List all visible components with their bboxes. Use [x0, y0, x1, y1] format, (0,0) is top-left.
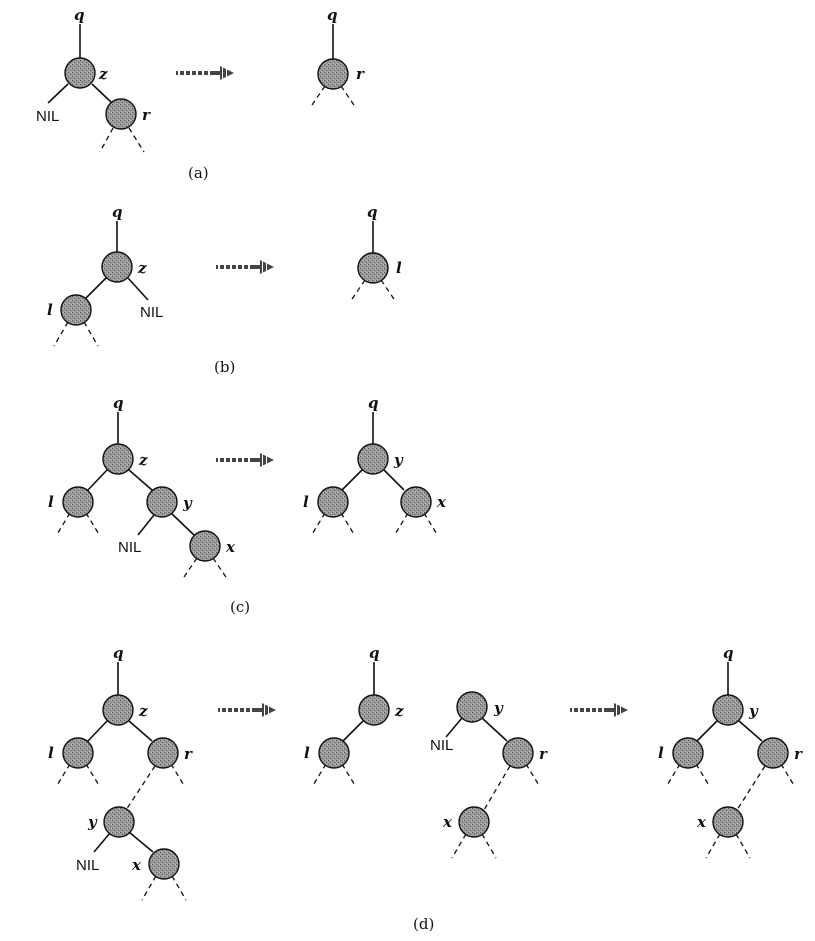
label-r: r [356, 65, 365, 83]
transform-arrow [218, 703, 276, 717]
label-z: z [98, 65, 108, 83]
transform-arrow [216, 260, 274, 274]
label-y: y [748, 702, 759, 720]
panel-c: q z l y x NIL q y l x (c) [48, 394, 447, 616]
node-r [502, 737, 534, 769]
node-x [712, 806, 744, 838]
panel-a-tree-after: q r [309, 6, 365, 109]
label-nil: NIL [140, 304, 163, 321]
label-q: q [74, 6, 85, 24]
transform-arrow [176, 66, 234, 80]
label-nil: NIL [118, 539, 141, 556]
label-l: l [658, 744, 664, 762]
label-r: r [184, 745, 193, 763]
panel-a-tree-before: q z r NIL [36, 6, 151, 153]
node-y [146, 486, 178, 518]
label-nil: NIL [430, 737, 453, 754]
caption-b: (b) [214, 358, 235, 376]
node-x [148, 848, 180, 880]
node-x [458, 806, 490, 838]
label-z: z [138, 702, 148, 720]
panel-d-tree-after: q y l r x [658, 644, 803, 859]
label-l: l [48, 493, 54, 511]
node-y [456, 691, 488, 723]
label-z: z [138, 451, 148, 469]
label-q: q [723, 644, 734, 662]
node-r [757, 737, 789, 769]
label-l: l [304, 744, 310, 762]
panel-b: q z l NIL q l (b) [47, 203, 402, 376]
label-x: x [696, 813, 707, 831]
label-nil: NIL [36, 108, 59, 125]
label-z: z [394, 702, 404, 720]
transform-arrow [570, 703, 628, 717]
label-x: x [131, 856, 142, 874]
node-x [189, 530, 221, 562]
panel-b-tree-before: q z l NIL [47, 203, 163, 347]
label-l: l [396, 259, 402, 277]
label-r: r [142, 106, 151, 124]
label-r: r [539, 745, 548, 763]
label-q: q [327, 6, 338, 24]
node-z [358, 694, 390, 726]
label-y: y [393, 451, 404, 469]
node-x [400, 486, 432, 518]
label-x: x [436, 493, 447, 511]
node-z [102, 694, 134, 726]
label-q: q [113, 644, 124, 662]
panel-d: q z l r y x NIL q z l [48, 644, 803, 933]
panel-b-tree-after: q l [349, 203, 402, 303]
label-q: q [112, 203, 123, 221]
node-y [103, 806, 135, 838]
caption-a: (a) [188, 164, 209, 182]
node-l [318, 737, 350, 769]
label-y: y [182, 494, 193, 512]
node-z [64, 57, 96, 89]
panel-d-tree-middle: q z l y r x NIL [304, 644, 548, 859]
label-x: x [442, 813, 453, 831]
node-l [357, 252, 389, 284]
label-z: z [137, 259, 147, 277]
label-y: y [493, 699, 504, 717]
node-l [62, 486, 94, 518]
label-x: x [225, 538, 236, 556]
label-q: q [113, 394, 124, 412]
caption-c: (c) [230, 598, 250, 616]
label-q: q [367, 203, 378, 221]
label-l: l [303, 493, 309, 511]
label-q: q [368, 394, 379, 412]
panel-a: q z r NIL q r (a) [36, 6, 365, 182]
panel-c-tree-after: q y l x [303, 394, 447, 537]
label-r: r [794, 745, 803, 763]
transform-arrow [216, 453, 274, 467]
node-y [357, 443, 389, 475]
label-q: q [369, 644, 380, 662]
node-z [102, 443, 134, 475]
node-l [62, 737, 94, 769]
node-l [60, 294, 92, 326]
label-l: l [47, 301, 53, 319]
label-l: l [48, 744, 54, 762]
node-r [147, 737, 179, 769]
label-nil: NIL [76, 857, 99, 874]
node-y [712, 694, 744, 726]
label-y: y [87, 813, 98, 831]
node-z [101, 251, 133, 283]
node-r [105, 98, 137, 130]
caption-d: (d) [413, 915, 434, 933]
panel-c-tree-before: q z l y x NIL [48, 394, 236, 581]
node-r [317, 58, 349, 90]
panel-d-tree-before: q z l r y x NIL [48, 644, 193, 901]
node-l [317, 486, 349, 518]
node-l [672, 737, 704, 769]
